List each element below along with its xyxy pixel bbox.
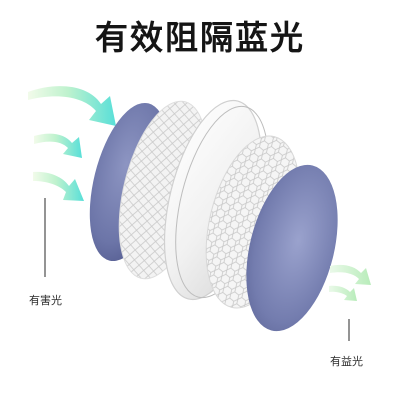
outgoing-light-arrow-icon [330,264,371,285]
harmful-light-label: 有害光 [29,294,62,307]
outgoing-light-arrows [329,264,371,301]
incoming-light-arrows [28,86,116,201]
outgoing-light-arrow-icon [329,285,357,301]
incoming-light-arrow-icon [33,171,84,201]
beneficial-light-label: 有益光 [330,355,363,368]
blue-filter-lens-back [246,164,338,332]
page-title: 有效阻隔蓝光 [95,18,305,57]
incoming-light-arrow-icon [28,86,116,126]
lens-stack [89,99,338,332]
incoming-light-arrow-icon [34,133,82,158]
